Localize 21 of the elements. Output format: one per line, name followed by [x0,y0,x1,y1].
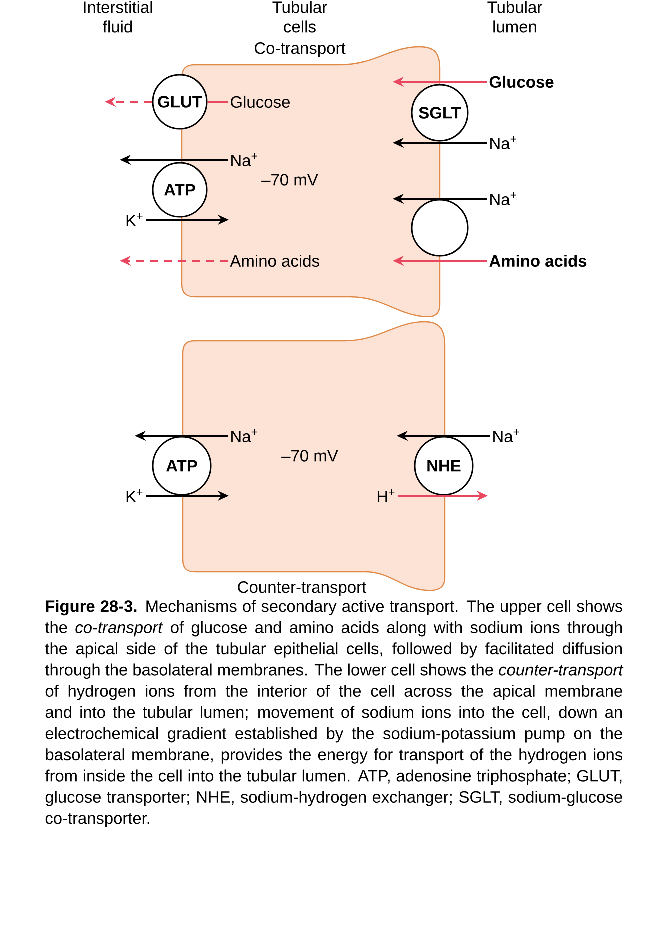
region-label: Interstitial fluid [84,1,152,33]
region-label: Tubular cells [272,1,328,33]
ion-label: Na$^{+}$ [232,429,258,443]
caption: Figure 28-3. Mechanisms of secondary active transport. The upper cell shows the co-transport of glucose and amino acids along with sodium ions through the apical side of the tubular epithelial cells, followed by facilitated diffusion through the basolateral membranes. The lower cell shows the counter-transport of hydrogen ions from the interior of the cell across the apical membrane and into the tubular lumen; movement of sodium ions into the cell, down an electrochemical gradient established by the sodium-potassium pump on the basolateral membrane, provides the energy for transport of the hydrogen ions from inside the cell into the tubular lumen. ATP, adenosine triphosphate; GLUT, glucose transporter; NHE, sodium-hydrogen exchanger; SGLT, sodium-glucose co-transporter. [45,600,624,828]
ion-label: H$^{+}$ [378,490,395,502]
ion-label: K$^{+}$ [126,490,143,502]
ion-label: Na$^{+}$ [494,429,520,443]
cell-heading: Counter-transport [238,582,367,596]
transporter-circle [411,199,469,257]
region-label: Tubular lumen [488,1,542,33]
voltage-label: –70 mV [282,450,338,462]
ion-label: Glucose [231,96,290,108]
ion-label: K$^{+}$ [126,214,143,226]
ion-label: Amino acids [230,254,320,268]
ion-label: Na$^{+}$ [490,136,516,150]
ion-label: Glucose [490,76,554,88]
cell-heading: Co-transport [254,42,346,58]
ion-label: Na$^{+}$ [490,192,516,206]
ion-label: Na$^{+}$ [232,153,258,167]
ion-label: Amino acids [490,254,587,268]
voltage-label: –70 mV [262,174,318,186]
